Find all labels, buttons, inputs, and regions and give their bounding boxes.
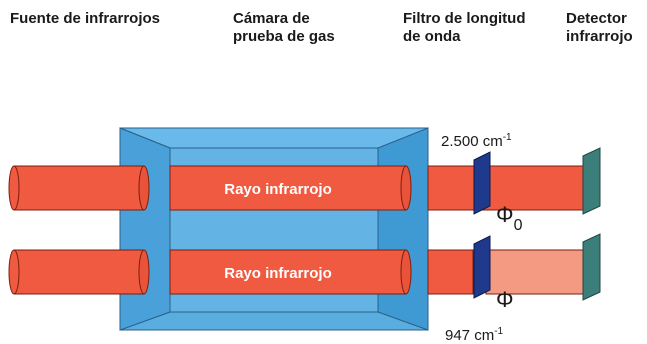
upper-detector (582, 147, 601, 215)
header-chamber-line2: prueba de gas (233, 28, 335, 45)
upper-beam-cap-mid-left (138, 165, 150, 211)
chamber-right-face (377, 127, 429, 331)
header-source: Fuente de infrarrojos (10, 10, 160, 28)
upper-beam-body-mid (169, 165, 407, 211)
upper-filter (473, 151, 491, 215)
upper-beam-label: Rayo infrarrojo (224, 181, 332, 198)
upper-beam: Rayo infrarrojo (8, 165, 584, 211)
header-filter-line1: Filtro de longitud (403, 10, 526, 27)
upper-beam-cap-mid-right (400, 165, 412, 211)
lower-detector (582, 233, 601, 301)
lower-wavenumber-exponent: -1 (494, 326, 503, 337)
lower-beam-cap-mid-right (400, 249, 412, 295)
lower-beam-cap-mid-left (138, 249, 150, 295)
upper-wavenumber-value: 2.500 cm (441, 133, 503, 150)
lower-beam-body-right-pre (427, 249, 474, 295)
header-detector-line1: Detector (566, 10, 627, 27)
upper-wavenumber-label: 2.500 cm-1 (441, 132, 512, 150)
phi-zero-label: Φ0 (496, 202, 523, 234)
gas-chamber (119, 127, 429, 331)
lower-filter (473, 235, 491, 299)
ir-detectors (582, 147, 601, 301)
phi-zero-subscript: 0 (514, 217, 523, 234)
header-chamber-line1: Cámara de (233, 10, 310, 27)
wavelength-filters (473, 151, 491, 299)
phi-zero-symbol: Φ (496, 202, 514, 227)
lower-wavenumber-value: 947 cm (445, 327, 494, 344)
lower-beam-body-right-faded (485, 249, 584, 295)
header-detector-line2: infrarrojo (566, 28, 633, 45)
lower-wavenumber-label: 947 cm-1 (445, 326, 504, 344)
chamber-bottom-face (119, 311, 429, 331)
header-filter: Filtro de longitud de onda (403, 10, 525, 46)
upper-beam-cap-left (8, 165, 20, 211)
chamber-left-face (119, 127, 171, 331)
upper-beam-body-left (13, 165, 145, 211)
header-detector: Detector infrarrojo (566, 10, 633, 46)
lower-beam: Rayo infrarrojo (8, 249, 584, 295)
header-filter-line2: de onda (403, 28, 461, 45)
chamber-top-face (119, 127, 429, 149)
phi-label: Φ (496, 287, 514, 312)
header-chamber: Cámara de prueba de gas (233, 10, 335, 46)
upper-wavenumber-exponent: -1 (503, 132, 512, 143)
header-source-text: Fuente de infrarrojos (10, 10, 161, 27)
upper-beam-body-right (427, 165, 584, 211)
lower-beam-label: Rayo infrarrojo (224, 265, 332, 282)
lower-beam-body-left (13, 249, 145, 295)
lower-beam-cap-left (8, 249, 20, 295)
